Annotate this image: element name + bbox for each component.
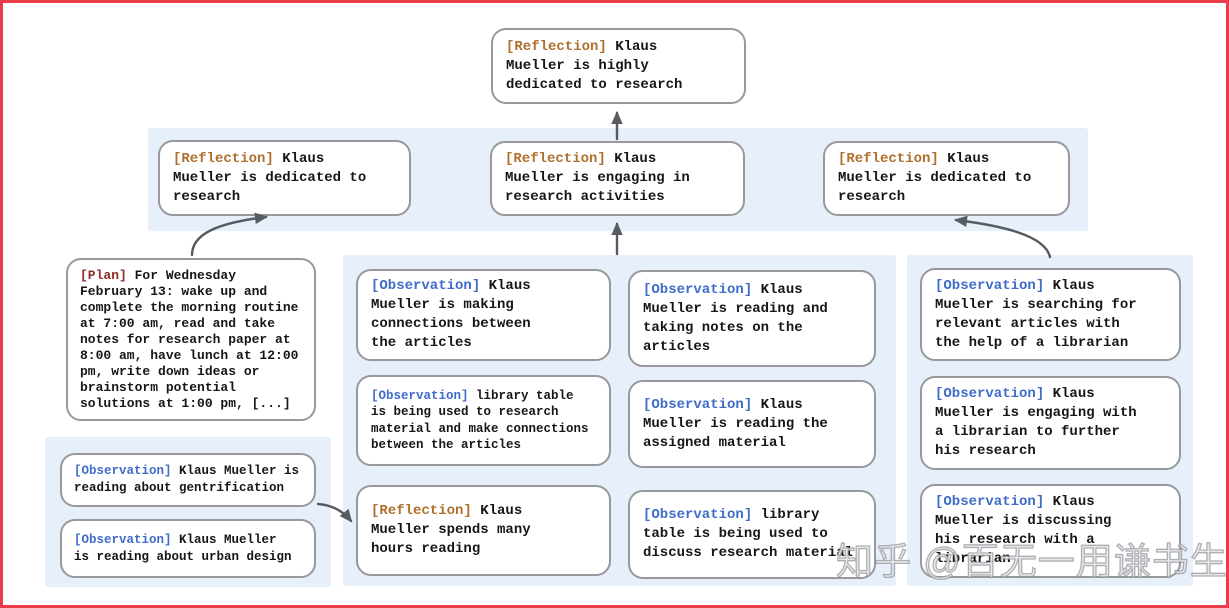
reflection-tag: [Reflection] bbox=[838, 151, 939, 167]
node-text: [Reflection] Klaus Mueller is engaging i… bbox=[505, 151, 690, 205]
node-observation-library-discuss: [Observation] library table is being use… bbox=[628, 490, 876, 579]
observation-tag: [Observation] bbox=[643, 281, 753, 298]
node-text: [Observation] Klaus Mueller is making co… bbox=[371, 278, 531, 351]
node-observation-assigned-material: [Observation] Klaus Mueller is reading t… bbox=[628, 380, 876, 468]
node-text: [Observation] Klaus Mueller is reading a… bbox=[643, 281, 828, 355]
node-text: [Observation] Klaus Mueller is reading a… bbox=[74, 532, 292, 564]
node-reflection-center: [Reflection] Klaus Mueller is engaging i… bbox=[490, 141, 745, 216]
observation-tag: [Observation] bbox=[371, 278, 481, 294]
observation-tag: [Observation] bbox=[74, 532, 172, 547]
node-observation-urban-design: [Observation] Klaus Mueller is reading a… bbox=[60, 519, 316, 578]
observation-tag: [Observation] bbox=[935, 494, 1045, 510]
node-text: [Observation] library table is being use… bbox=[371, 388, 589, 453]
reflection-tag: [Reflection] bbox=[505, 151, 606, 167]
node-text: [Observation] Klaus Mueller is searching… bbox=[935, 277, 1137, 351]
node-text: [Plan] For Wednesday February 13: wake u… bbox=[80, 267, 299, 411]
node-text: [Observation] Klaus Mueller is discussin… bbox=[935, 494, 1112, 567]
node-plan: [Plan] For Wednesday February 13: wake u… bbox=[66, 258, 316, 421]
node-observation-librarian-discuss: [Observation] Klaus Mueller is discussin… bbox=[920, 484, 1181, 578]
observation-tag: [Observation] bbox=[643, 507, 753, 523]
node-text: [Reflection] Klaus Mueller spends many h… bbox=[371, 503, 531, 557]
node-text: [Reflection] Klaus Mueller is dedicated … bbox=[173, 150, 367, 205]
node-text: [Reflection] Klaus Mueller is dedicated … bbox=[838, 151, 1032, 205]
reflection-tag: [Reflection] bbox=[371, 503, 472, 519]
observation-tag: [Observation] bbox=[371, 388, 469, 403]
node-observation-gentrification: [Observation] Klaus Mueller is reading a… bbox=[60, 453, 316, 507]
node-observation-librarian-search: [Observation] Klaus Mueller is searching… bbox=[920, 268, 1181, 361]
node-reflection-right: [Reflection] Klaus Mueller is dedicated … bbox=[823, 141, 1070, 216]
node-reflection-left: [Reflection] Klaus Mueller is dedicated … bbox=[158, 140, 411, 216]
node-observation-librarian-engage: [Observation] Klaus Mueller is engaging … bbox=[920, 376, 1181, 470]
node-reflection-hours-reading: [Reflection] Klaus Mueller spends many h… bbox=[356, 485, 611, 576]
node-observation-connections: [Observation] Klaus Mueller is making co… bbox=[356, 269, 611, 361]
reflection-tag: [Reflection] bbox=[506, 38, 607, 55]
node-text: [Observation] Klaus Mueller is engaging … bbox=[935, 386, 1137, 459]
node-observation-taking-notes: [Observation] Klaus Mueller is reading a… bbox=[628, 270, 876, 367]
reflection-tag: [Reflection] bbox=[173, 150, 274, 167]
node-text: [Observation] Klaus Mueller is reading a… bbox=[74, 464, 300, 495]
observation-tag: [Observation] bbox=[935, 386, 1045, 402]
observation-tag: [Observation] bbox=[74, 464, 172, 478]
observation-tag: [Observation] bbox=[643, 396, 753, 413]
node-text: [Observation] library table is being use… bbox=[643, 507, 854, 561]
node-text: [Reflection] Klaus Mueller is highly ded… bbox=[506, 38, 683, 93]
plan-tag: [Plan] bbox=[80, 267, 127, 283]
observation-tag: [Observation] bbox=[935, 277, 1045, 294]
node-reflection-top: [Reflection] Klaus Mueller is highly ded… bbox=[491, 28, 746, 104]
watermark: 知乎 @百无一用谦书生 bbox=[835, 540, 1228, 582]
node-text: [Observation] Klaus Mueller is reading t… bbox=[643, 396, 828, 451]
node-observation-library-research: [Observation] library table is being use… bbox=[356, 375, 611, 466]
